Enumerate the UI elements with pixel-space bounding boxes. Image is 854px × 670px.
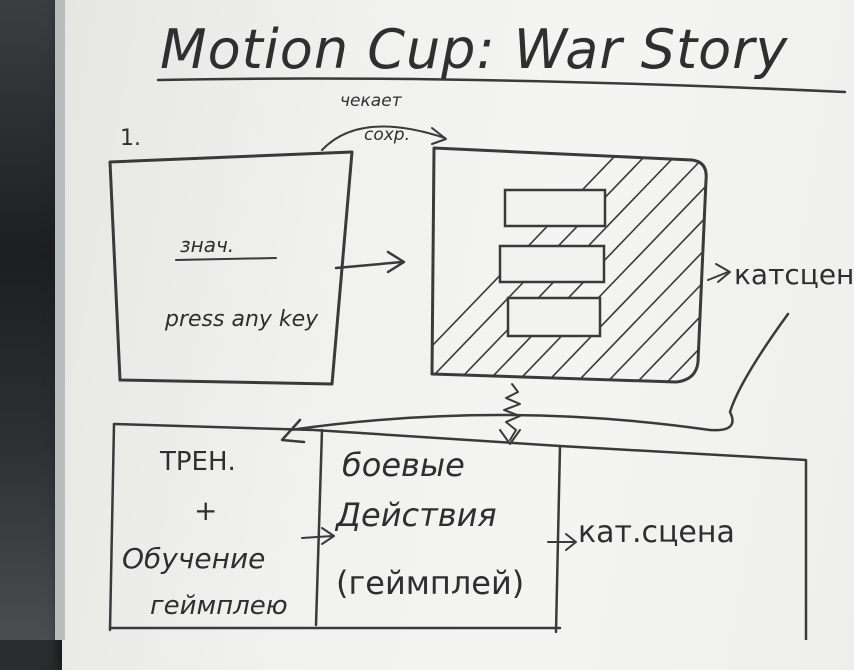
menu-to-cutscene-arrowhead [715,263,731,283]
table-left-border [108,422,116,632]
hatch-line [649,148,707,382]
table-divider-1 [314,428,324,627]
main-menu-box [430,146,708,384]
step-number: 1. [120,126,141,151]
background-wall [0,0,62,640]
splash-logo-underline [175,257,277,261]
hatch-line [559,148,707,382]
cell2-line2: Действия [334,496,497,534]
cell2-line1: боевые [342,446,465,484]
splash-to-menu-arrowhead [386,250,406,274]
title-underline [156,77,847,94]
cell2-line3: (геймплей) [336,564,524,602]
splash-to-menu-arrow [334,260,404,270]
hatch-line [529,148,707,382]
return-arrowhead [280,418,306,444]
menu-button-1 [503,188,607,228]
hatch-line [619,148,707,382]
menu-down-scribble [503,383,521,441]
cell1-line4: геймплею [150,591,288,621]
cell1-to-cell2-arrow [301,535,333,539]
cell1-to-cell2-arrowhead [321,527,335,545]
save-check-arrow [321,125,446,151]
hatch-line [499,148,707,382]
cell2-to-cell3-arrowhead [565,533,577,551]
return-arrow [288,312,790,432]
hatch-line [589,148,707,382]
cutscene-side-label: катсцены [734,258,854,291]
splash-screen-box [108,150,354,386]
diagram-canvas: Motion Cup: War Story 1. чекает сохр. зн… [108,18,854,640]
splash-logo-label: знач. [180,233,234,257]
menu-button-3 [506,296,602,338]
cell1-line2: + [194,494,217,527]
cell1-line3: Обучение [122,542,265,575]
menu-button-2 [498,244,606,284]
arrow-note-line1: чекает [340,91,403,111]
whiteboard [62,0,854,670]
diagram-title: Motion Cup: War Story [160,18,788,81]
cell1-line1: ТРЕН. [159,447,236,477]
menu-to-cutscene-arrow [707,271,729,281]
splash-prompt: press any key [164,307,319,332]
table-divider-2 [554,444,562,634]
whiteboard-frame [55,0,65,640]
arrow-note-line2: сохр. [364,125,410,145]
cell3-line1: кат.сцена [578,515,735,550]
save-check-arrowhead [431,127,447,145]
